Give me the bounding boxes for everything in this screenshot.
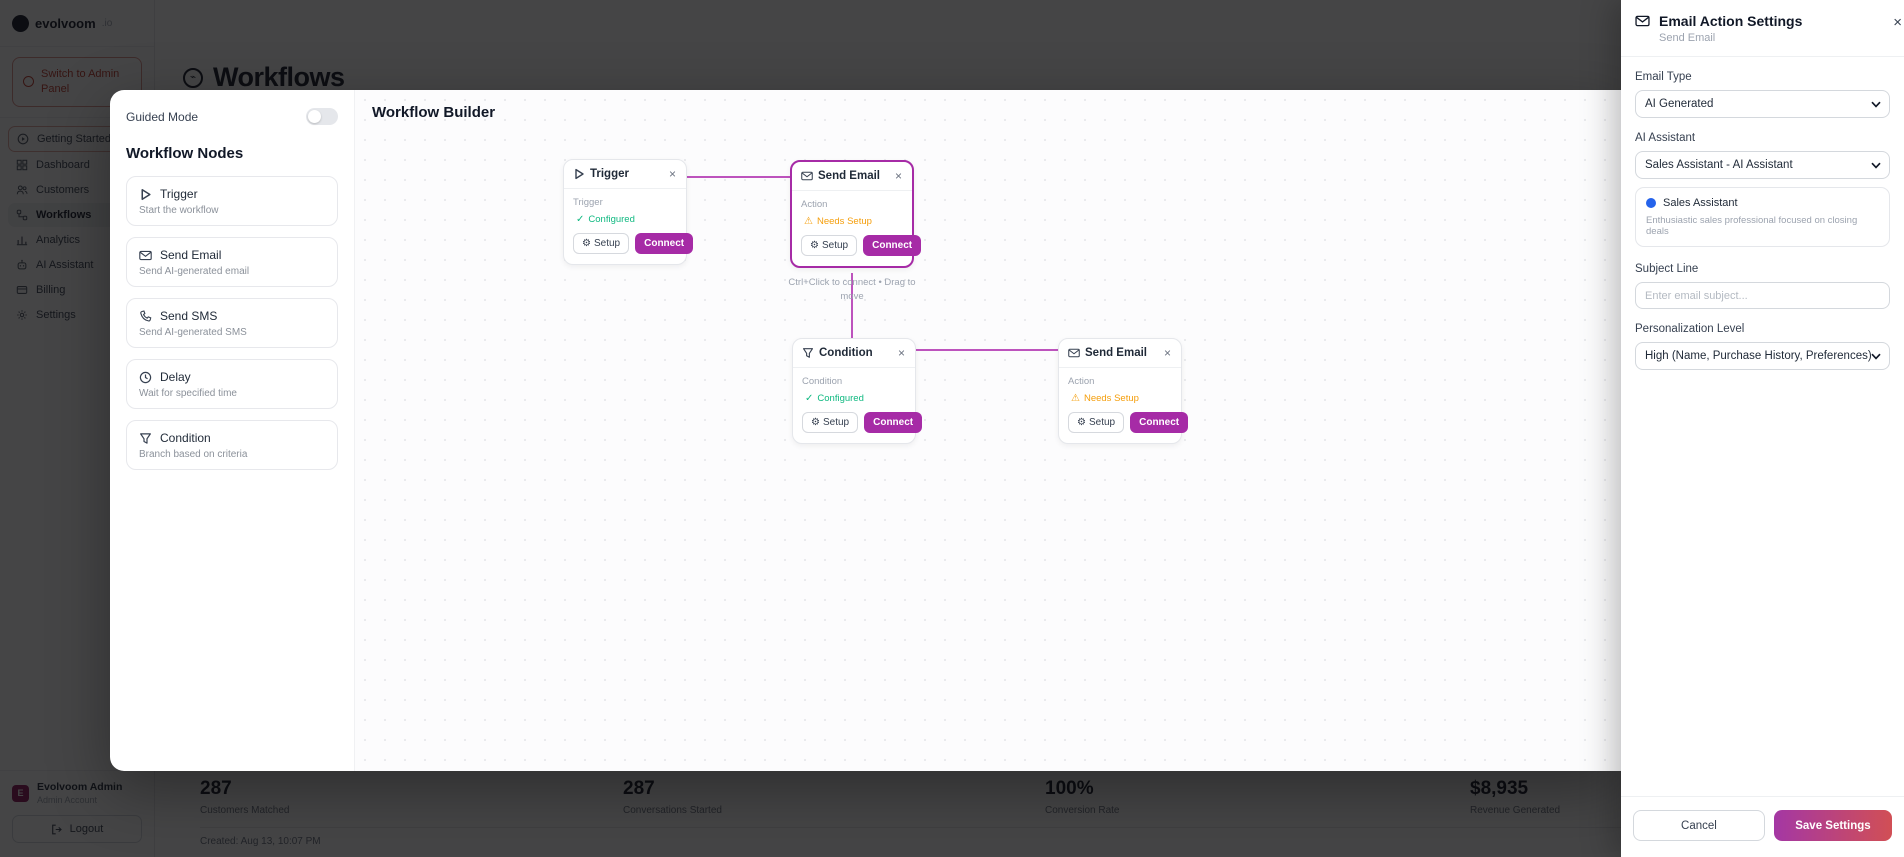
connect-button[interactable]: Connect	[863, 235, 922, 256]
settings-body: Email Type AI Generated AI Assistant Sal…	[1621, 57, 1904, 370]
personalization-level-select[interactable]: High (Name, Purchase History, Preference…	[1635, 342, 1890, 370]
assistant-description: Enthusiastic sales professional focused …	[1646, 215, 1858, 237]
close-icon[interactable]: ×	[668, 167, 676, 181]
mail-icon	[1068, 347, 1080, 359]
connection-condition-to-email	[914, 349, 1058, 351]
toggle-knob	[308, 110, 321, 123]
close-icon[interactable]: ×	[1163, 346, 1171, 360]
ai-assistant-select[interactable]: Sales Assistant - AI Assistant	[1635, 151, 1890, 179]
save-settings-button[interactable]: Save Settings	[1773, 810, 1892, 841]
assistant-info-card: Sales Assistant Enthusiastic sales profe…	[1635, 187, 1890, 247]
play-icon	[139, 188, 152, 201]
guided-mode-row: Guided Mode	[126, 108, 338, 125]
close-icon[interactable]: ×	[894, 169, 902, 183]
builder-title: Workflow Builder	[372, 104, 496, 121]
phone-icon	[139, 309, 152, 323]
settings-subtitle: Send Email	[1659, 32, 1716, 44]
warning-icon: ⚠	[1071, 392, 1080, 404]
chevron-down-icon	[1871, 101, 1881, 108]
palette-item-condition[interactable]: Condition Branch based on criteria	[126, 420, 338, 470]
setup-button[interactable]: ⚙Setup	[801, 235, 858, 256]
chevron-down-icon	[1871, 162, 1881, 169]
email-action-settings-panel: Email Action Settings Send Email × Email…	[1621, 0, 1904, 857]
email-type-label: Email Type	[1635, 71, 1692, 83]
canvas-node-condition[interactable]: Condition × Condition ✓ Configured ⚙Setu…	[792, 338, 923, 444]
close-icon[interactable]: ×	[897, 346, 905, 360]
assistant-status-dot	[1646, 198, 1656, 208]
workflow-builder-modal: Guided Mode Workflow Nodes Trigger Start…	[110, 90, 1621, 771]
canvas-node-send-email-1[interactable]: Send Email × Action ⚠ Needs Setup ⚙Setup…	[790, 160, 922, 268]
close-icon[interactable]: ×	[1893, 14, 1902, 31]
subject-line-input[interactable]	[1635, 282, 1890, 309]
settings-title: Email Action Settings	[1659, 13, 1803, 29]
warning-icon: ⚠	[804, 215, 813, 227]
play-icon	[573, 168, 585, 180]
canvas-node-send-email-2[interactable]: Send Email × Action ⚠ Needs Setup ⚙Setup…	[1058, 338, 1189, 444]
palette-item-send-sms[interactable]: Send SMS Send AI-generated SMS	[126, 298, 338, 348]
funnel-icon	[139, 432, 152, 445]
gear-icon: ⚙	[582, 237, 591, 249]
canvas-node-trigger[interactable]: Trigger × Trigger ✓ Configured ⚙Setup Co…	[563, 159, 694, 265]
guided-mode-toggle[interactable]	[306, 108, 338, 125]
gear-icon: ⚙	[811, 416, 820, 428]
check-icon: ✓	[576, 213, 585, 225]
clock-icon	[139, 371, 152, 384]
personalization-level-label: Personalization Level	[1635, 323, 1745, 335]
connect-button[interactable]: Connect	[635, 233, 694, 254]
ai-assistant-label: AI Assistant	[1635, 132, 1696, 144]
mail-icon	[801, 170, 813, 182]
email-type-select[interactable]: AI Generated	[1635, 90, 1890, 118]
node-drag-hint: Ctrl+Click to connect • Drag to move	[788, 277, 916, 303]
connection-email-to-condition	[851, 273, 853, 338]
setup-button[interactable]: ⚙Setup	[1068, 412, 1125, 433]
subject-line-label: Subject Line	[1635, 263, 1699, 275]
mail-icon	[139, 249, 152, 262]
palette-item-delay[interactable]: Delay Wait for specified time	[126, 359, 338, 409]
connection-trigger-to-email	[687, 176, 790, 178]
setup-button[interactable]: ⚙Setup	[573, 233, 630, 254]
chevron-down-icon	[1871, 353, 1881, 360]
palette-item-send-email[interactable]: Send Email Send AI-generated email	[126, 237, 338, 287]
cancel-button[interactable]: Cancel	[1633, 810, 1765, 841]
connect-button[interactable]: Connect	[1130, 412, 1189, 433]
assistant-name: Sales Assistant	[1663, 197, 1738, 209]
gear-icon: ⚙	[810, 239, 819, 251]
settings-header: Email Action Settings Send Email ×	[1621, 0, 1904, 57]
connect-button[interactable]: Connect	[864, 412, 923, 433]
setup-button[interactable]: ⚙Setup	[802, 412, 859, 433]
funnel-icon	[802, 347, 814, 359]
check-icon: ✓	[805, 392, 814, 404]
settings-footer: Cancel Save Settings	[1621, 796, 1904, 857]
workflow-nodes-panel: Guided Mode Workflow Nodes Trigger Start…	[110, 90, 355, 771]
workflow-nodes-title: Workflow Nodes	[126, 145, 244, 162]
gear-icon: ⚙	[1077, 416, 1086, 428]
workflow-canvas[interactable]: Workflow Builder Trigger × Trigger ✓ Con…	[355, 90, 1621, 771]
guided-mode-label: Guided Mode	[126, 109, 199, 124]
palette-item-trigger[interactable]: Trigger Start the workflow	[126, 176, 338, 226]
mail-icon	[1635, 15, 1650, 30]
